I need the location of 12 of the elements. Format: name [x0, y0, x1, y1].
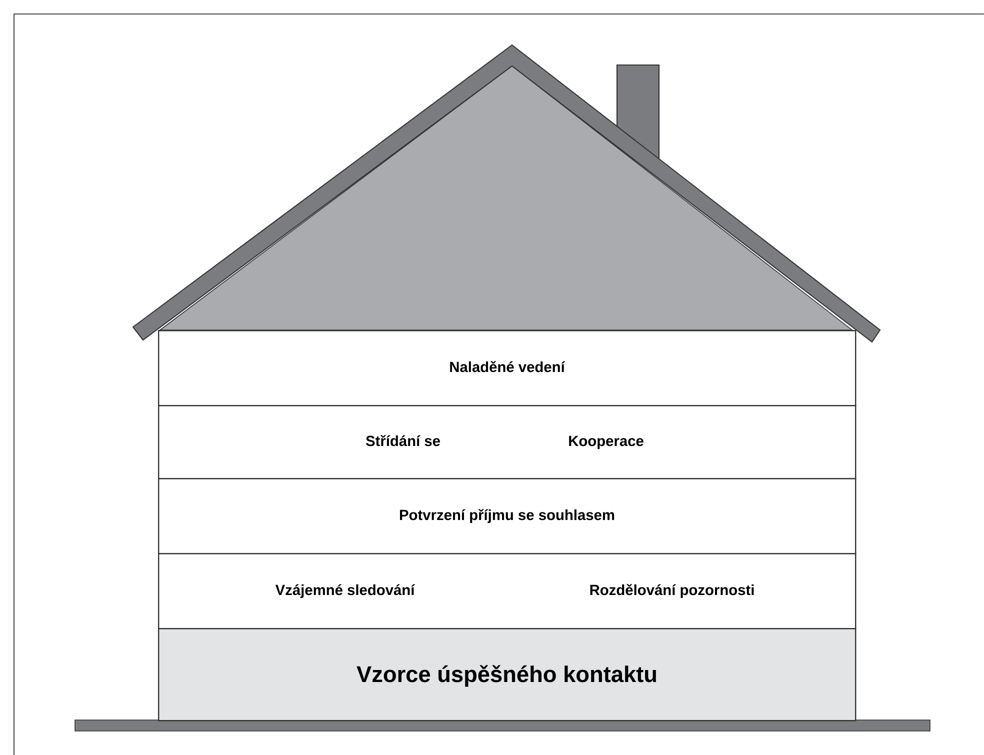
floor-band: [158, 478, 856, 554]
band-label: Vzájemné sledování: [275, 584, 416, 598]
floor-band: [158, 628, 856, 722]
floor-band: [158, 553, 856, 630]
floor-band: [158, 405, 856, 480]
band-label: Rozdělování pozornosti: [590, 584, 754, 598]
band-label: Vzorce úspěšného kontaktu: [356, 665, 656, 687]
band-label: Kooperace: [569, 436, 644, 450]
floor-band: [158, 330, 856, 406]
band-label: Naladěné vedení: [450, 361, 566, 372]
band-label: Střídání se: [366, 435, 440, 446]
band-label: Potvrzení příjmu se souhlasem: [400, 509, 614, 524]
